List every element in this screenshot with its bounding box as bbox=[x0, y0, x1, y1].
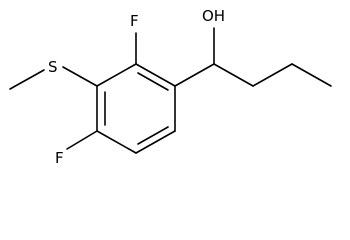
sulfur-label: S bbox=[48, 58, 58, 76]
bond-butyl-c2 bbox=[213, 63, 254, 87]
bond-sulfur-methyl bbox=[9, 69, 45, 90]
molecule-canvas: F S F OH bbox=[9, 7, 332, 167]
bond-ring-fluorine-bottom bbox=[66, 130, 98, 150]
fluorine-top-label: F bbox=[130, 12, 139, 30]
ring-bond-c3-c4 bbox=[135, 130, 176, 154]
ring-bond-c4-c5 bbox=[96, 130, 137, 154]
ring-double-bond-c1-c2 bbox=[137, 72, 169, 91]
ring-bond-c6-c1 bbox=[96, 63, 137, 87]
molecule-structure: F S F OH bbox=[9, 7, 332, 167]
bond-butyl-c3 bbox=[252, 63, 293, 87]
ring-double-bond-c3-c4 bbox=[137, 126, 169, 145]
bond-butyl-c4 bbox=[291, 63, 332, 87]
hydroxyl-label: OH bbox=[202, 7, 225, 25]
ring-bond-c1-c2 bbox=[135, 63, 176, 87]
aromatic-ring bbox=[96, 63, 176, 154]
bond-ring-carbinol bbox=[174, 63, 215, 87]
bond-ring-sulfur bbox=[62, 66, 98, 87]
fluorine-bottom-label: F bbox=[55, 149, 64, 167]
